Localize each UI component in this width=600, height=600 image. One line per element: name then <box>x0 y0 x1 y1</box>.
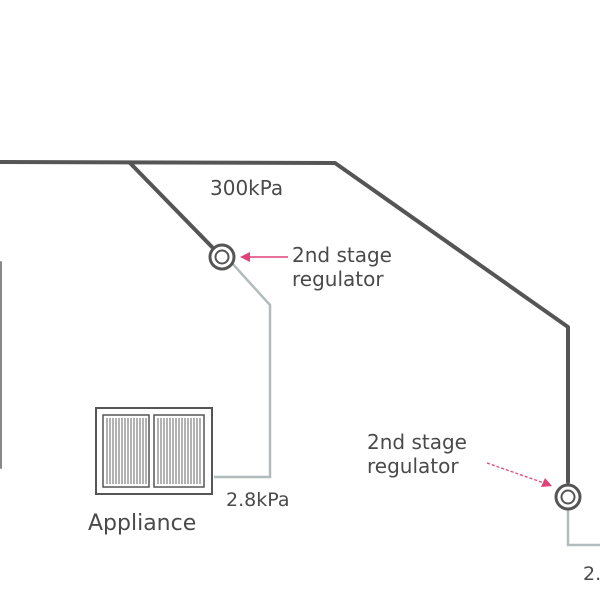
regulator-1-label: 2nd stage regulator <box>292 243 392 291</box>
regulator-2-label-line2: regulator <box>367 454 459 478</box>
regulator-1-label-line2: regulator <box>292 267 384 291</box>
branch-pipe <box>128 161 214 249</box>
arrow-to-regulator-2 <box>486 462 552 487</box>
regulator-1 <box>208 243 236 271</box>
appliance-label: Appliance <box>88 511 197 536</box>
regulator-1-label-line1: 2nd stage <box>292 243 392 267</box>
main-pipe <box>0 160 570 484</box>
high-pressure-label: 300kPa <box>210 176 284 200</box>
low-pressure-label-2: 2. <box>583 563 600 585</box>
low-pressure-pipe-2 <box>566 510 600 547</box>
regulator-2-label: 2nd stage regulator <box>367 430 467 478</box>
low-pressure-label-1: 2.8kPa <box>226 489 290 511</box>
arrow-to-regulator-1 <box>240 252 288 262</box>
high-pressure-pipes <box>0 160 570 484</box>
low-pressure-pipe-1 <box>214 261 272 479</box>
appliance-icon <box>95 407 213 495</box>
regulator-2-label-line1: 2nd stage <box>367 430 467 454</box>
low-pressure-pipes <box>214 261 600 547</box>
regulator-2 <box>554 483 582 511</box>
